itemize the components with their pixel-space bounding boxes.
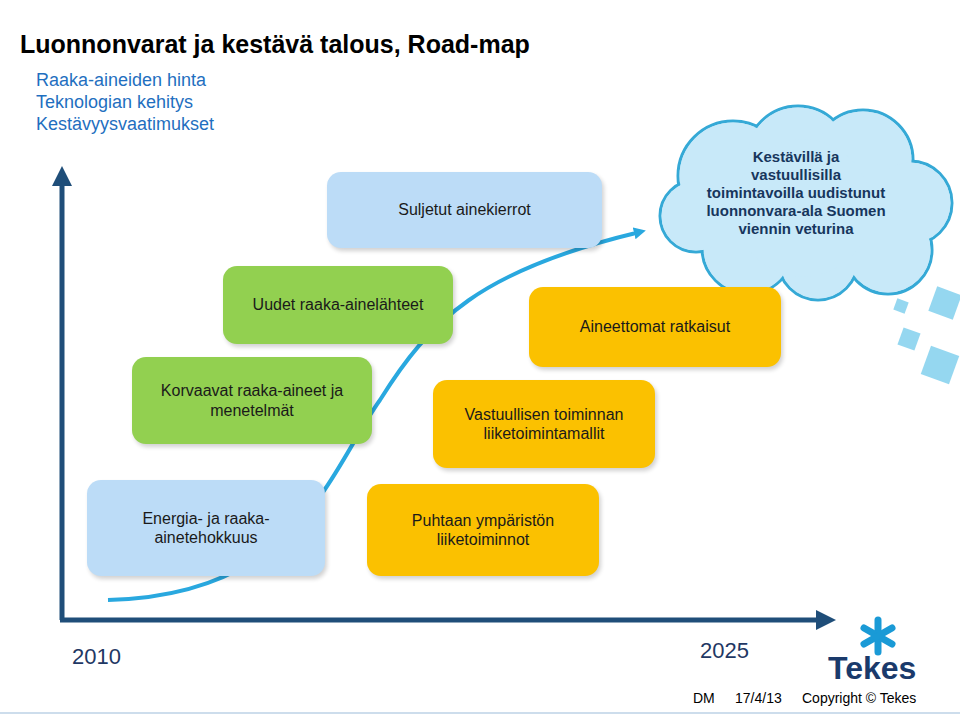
vision-text: Kestävillä ja vastuullisilla toimintavoi…: [706, 148, 886, 238]
box-text: Uudet raaka-ainelähteet: [253, 295, 424, 314]
roadmap-box: Suljetut ainekierrot: [327, 172, 602, 248]
y-axis: [60, 176, 65, 620]
footer-note: DM: [693, 690, 715, 706]
logo-text: Tekes: [828, 650, 916, 687]
roadmap-box: Energia- ja raaka-ainetehokkuus: [87, 480, 325, 576]
footer-rule: [0, 713, 960, 714]
footer-date: 17/4/13: [735, 690, 782, 706]
axis-factor: Raaka-aineiden hinta: [36, 70, 206, 91]
roadmap-box: Aineettomat ratkaisut: [529, 287, 781, 367]
tekes-logo-mark: [864, 620, 892, 652]
axis-factor: Teknologian kehitys: [36, 92, 193, 113]
box-text: Aineettomat ratkaisut: [580, 317, 730, 336]
roadmap-box: Uudet raaka-ainelähteet: [223, 266, 453, 344]
roadmap-box: Vastuullisen toiminnan liiketoimintamall…: [433, 380, 655, 468]
x-axis: [60, 618, 826, 623]
vision-cloud: Kestävillä ja vastuullisilla toimintavoi…: [648, 98, 956, 304]
axis-year: 2025: [700, 638, 749, 664]
page-title: Luonnonvarat ja kestävä talous, Road-map: [20, 30, 530, 59]
box-text: Korvaavat raaka-aineet ja menetelmät: [142, 381, 362, 419]
roadmap-box: Puhtaan ympäristön liiketoiminnot: [367, 484, 599, 576]
footer-copyright: Copyright © Tekes: [802, 690, 916, 706]
box-text: Energia- ja raaka-ainetehokkuus: [97, 509, 315, 547]
axis-factor: Kestävyysvaatimukset: [36, 114, 214, 135]
box-text: Puhtaan ympäristön liiketoiminnot: [377, 511, 589, 549]
axis-year: 2010: [72, 644, 121, 670]
roadmap-box: Korvaavat raaka-aineet ja menetelmät: [132, 357, 372, 444]
box-text: Suljetut ainekierrot: [398, 200, 531, 219]
box-text: Vastuullisen toiminnan liiketoimintamall…: [443, 405, 645, 443]
